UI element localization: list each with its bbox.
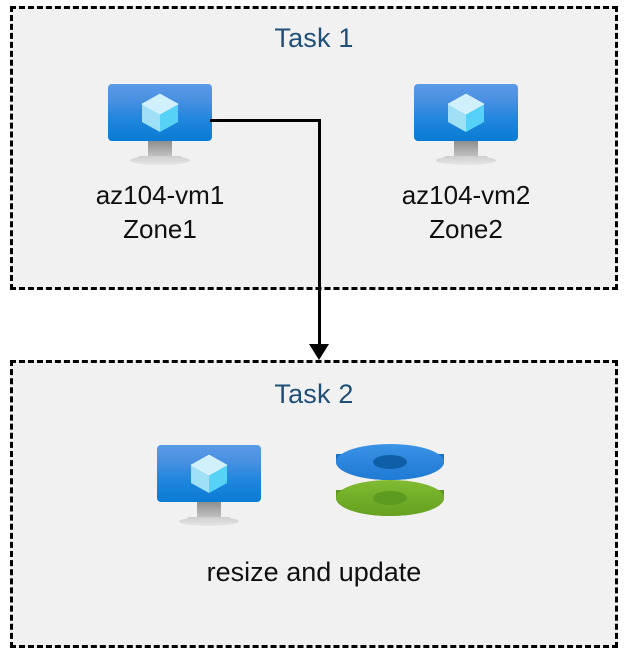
task1-title: Task 1 — [274, 23, 354, 53]
vm2-label-group: az104-vm2 Zone2 — [366, 178, 566, 246]
task2-container — [10, 360, 618, 648]
virtual-machine-icon-task2 — [157, 445, 261, 527]
disk-hole — [373, 491, 407, 505]
managed-disks-icon — [336, 444, 446, 530]
disk-blue — [336, 444, 444, 490]
virtual-machine-icon-vm1 — [108, 84, 212, 166]
connector-vertical-segment — [318, 119, 321, 345]
vm2-name: az104-vm2 — [401, 180, 531, 210]
disk-green — [336, 480, 444, 526]
monitor-neck — [454, 141, 478, 158]
task1-container — [10, 6, 618, 290]
arrow-down-icon — [309, 344, 329, 360]
virtual-machine-icon-vm2 — [414, 84, 518, 166]
vm2-zone: Zone2 — [429, 214, 503, 244]
task2-title: Task 2 — [274, 379, 354, 409]
monitor-neck — [197, 502, 221, 519]
cube-icon — [190, 454, 228, 493]
vm1-name: az104-vm1 — [95, 180, 225, 210]
monitor-base-foot — [130, 156, 190, 165]
monitor-base-foot — [179, 517, 239, 526]
disk-hole — [373, 455, 407, 469]
cube-icon — [447, 93, 485, 132]
monitor-base-foot — [436, 156, 496, 165]
monitor-neck — [148, 141, 172, 158]
task2-caption: resize and update — [206, 557, 422, 587]
cube-icon — [141, 93, 179, 132]
connector-horizontal-segment — [210, 119, 321, 122]
vm1-zone: Zone1 — [123, 214, 197, 244]
vm1-label-group: az104-vm1 Zone1 — [60, 178, 260, 246]
